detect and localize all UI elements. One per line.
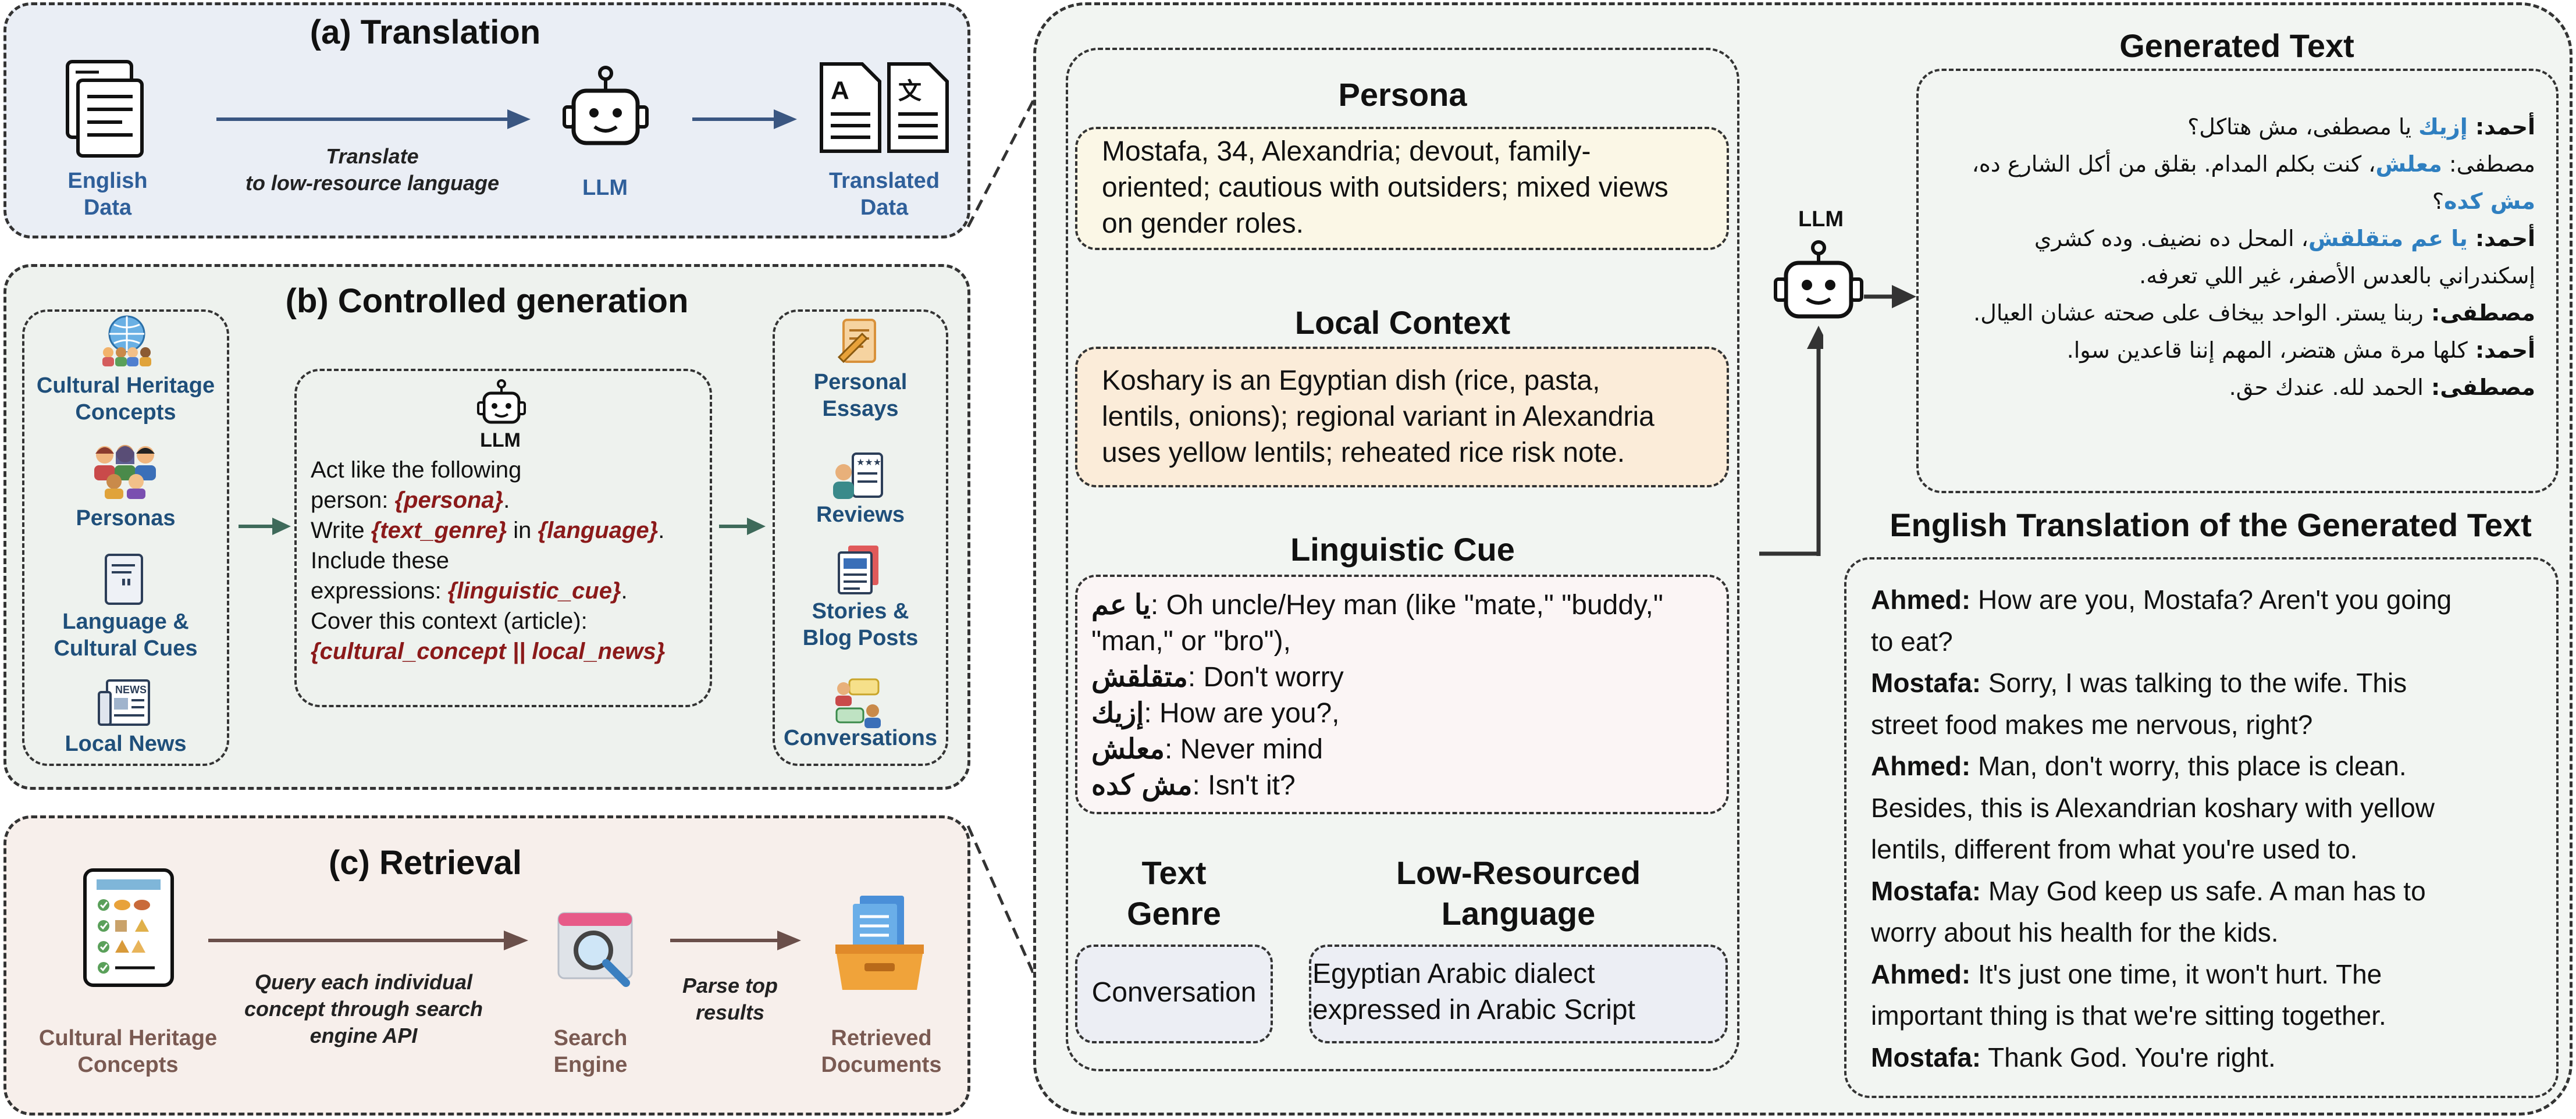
linguistic-cue-list: يا عم: Oh uncle/Hey man (like "mate," "b…	[1091, 587, 1725, 804]
arrow-up	[1762, 326, 1823, 556]
arrow-query	[208, 931, 528, 950]
controlled-generation-title: (b) Controlled generation	[285, 282, 689, 320]
translate-document-icon: A 文	[820, 62, 949, 153]
inputs-box	[22, 309, 229, 766]
cue-ya-am: يا عم: Oh uncle/Hey man (like "mate," "b…	[1091, 590, 1663, 621]
svg-text:A: A	[831, 76, 849, 105]
arrow-parse	[670, 931, 801, 950]
svg-text:文: 文	[898, 78, 921, 105]
input-local-news: Local News	[65, 732, 187, 756]
llm-label-example: LLM	[1798, 207, 1844, 231]
prompt-box	[294, 369, 712, 707]
arrow-translate	[216, 109, 531, 129]
conversation-icon	[835, 678, 881, 728]
checklist-icon	[83, 868, 174, 987]
input-personas: Personas	[76, 506, 176, 530]
search-engine-icon	[557, 912, 633, 987]
llm-label-a: LLM	[582, 176, 628, 200]
arrow-to-outputs	[719, 518, 766, 535]
svg-text:": "	[120, 574, 133, 603]
output-stories-blog: Stories &Blog Posts	[802, 599, 919, 650]
controlled-generation-panel	[3, 264, 970, 790]
retrieved-documents-icon	[835, 896, 924, 990]
blog-icon	[838, 546, 878, 594]
generated-text: أحمد: إزيك يا مصطفى، مش هتاكل؟ مصطفى: مع…	[1972, 114, 2535, 400]
svg-text:★★★: ★★★	[856, 457, 881, 468]
personas-icon	[94, 445, 156, 499]
english-translation-title: English Translation of the Generated Tex…	[1890, 507, 2532, 543]
arrow-to-translated	[692, 109, 797, 129]
persona-box	[1075, 127, 1729, 250]
cue-continuation: "man," or "bro"),	[1091, 626, 1291, 657]
arrow-llm-to-generated	[1864, 285, 1916, 308]
svg-text:NEWS: NEWS	[115, 684, 147, 696]
language-cues-icon: "	[105, 554, 143, 605]
local-context-title: Local Context	[1294, 304, 1511, 341]
generated-text-title: Generated Text	[2119, 27, 2354, 64]
robot-icon	[563, 66, 649, 145]
cue-maalesh: معلش: Never mind	[1091, 734, 1323, 765]
essay-icon	[837, 319, 876, 364]
english-translation-box	[1844, 557, 2559, 1098]
globe-people-icon	[102, 315, 151, 366]
english-translation-text: Ahmed: How are you, Mostafa? Aren't you …	[1871, 585, 2452, 1072]
robot-icon	[477, 379, 526, 424]
reviews-icon: ★★★	[833, 452, 883, 499]
linguistic-cue-title: Linguistic Cue	[1290, 531, 1515, 568]
translation-title: (a) Translation	[309, 13, 541, 51]
llm-label-b: LLM	[480, 429, 521, 451]
arrow-to-prompt	[239, 518, 291, 535]
linguistic-cue-box	[1075, 575, 1729, 814]
text-genre-box	[1075, 945, 1273, 1043]
prompt-text: Act like the following person: {persona}…	[311, 457, 666, 664]
local-context-text: Koshary is an Egyptian dish (rice, pasta…	[1102, 365, 1655, 468]
persona-title: Persona	[1338, 76, 1467, 113]
persona-text: Mostafa, 34, Alexandria; devout, family-…	[1102, 136, 1668, 239]
example-inputs-box	[1066, 48, 1739, 1071]
cue-mesh-keda: مش كده: Isn't it?	[1091, 770, 1296, 801]
language-box	[1309, 945, 1728, 1043]
robot-icon	[1774, 240, 1863, 319]
cue-metaala2sh: متقلقش: Don't worry	[1091, 662, 1344, 693]
cue-ezayak: إزيك: How are you?,	[1091, 698, 1340, 729]
local-context-box	[1075, 347, 1729, 487]
output-conversations: Conversations	[784, 726, 937, 750]
document-icon	[66, 60, 144, 158]
retrieval-title: (c) Retrieval	[328, 844, 522, 882]
text-genre-value: Conversation	[1091, 977, 1257, 1008]
news-icon: NEWS	[98, 679, 150, 726]
generated-text-box	[1916, 69, 2559, 493]
output-reviews: Reviews	[816, 503, 905, 527]
outputs-box	[773, 309, 948, 766]
input-language-cues: Language &Cultural Cues	[54, 610, 198, 661]
zoom-connector-lines	[966, 86, 1042, 990]
